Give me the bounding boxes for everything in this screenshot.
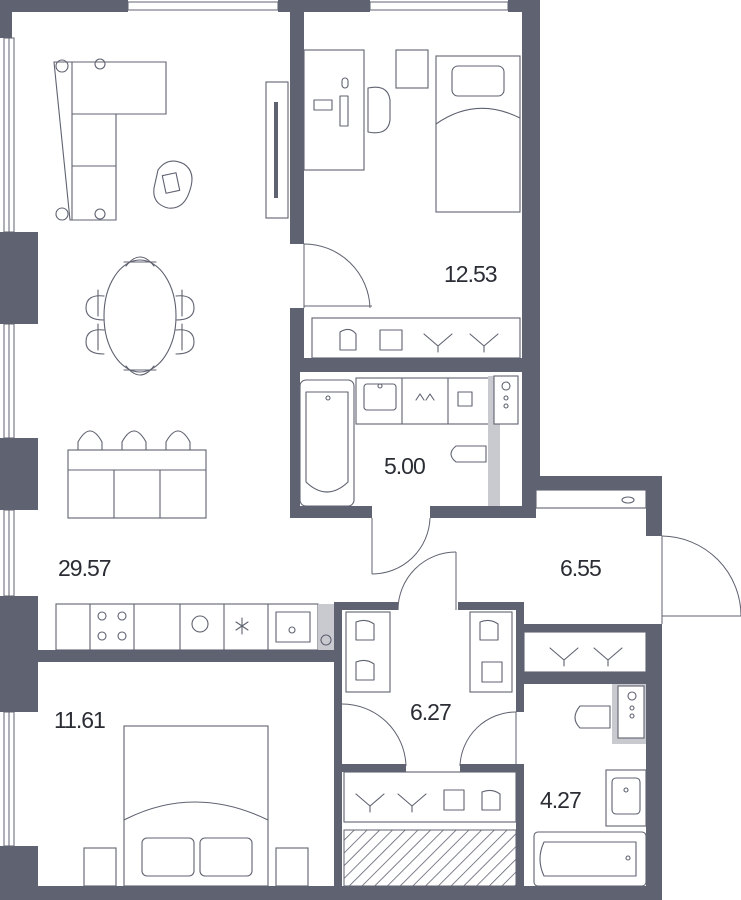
hall-shelf (535, 489, 647, 509)
wardrobe-top (311, 317, 521, 359)
dining-table (85, 256, 195, 376)
outer-walls (0, 0, 662, 900)
desk (303, 49, 391, 171)
bed-bottom (83, 725, 309, 887)
area-corridor: 6.27 (410, 699, 451, 725)
armchair (153, 160, 193, 209)
area-bathroom-top: 5.00 (384, 453, 425, 479)
bathroom-top-fixtures (299, 375, 519, 507)
bed-top (435, 55, 521, 213)
hall-wardrobe (523, 631, 647, 673)
sofa (53, 58, 167, 221)
area-living-kitchen: 29.57 (58, 555, 111, 581)
bathroom-bottom-fixtures (533, 684, 647, 887)
tv-unit (265, 81, 289, 219)
interior-walls (38, 12, 662, 900)
corridor-storage (343, 611, 517, 887)
area-bedroom-top: 12.53 (444, 261, 497, 287)
kitchen-island (67, 430, 207, 519)
area-bedroom-bottom: 11.61 (54, 707, 105, 733)
area-bathroom-bottom: 4.27 (540, 787, 581, 813)
kitchen-counter (55, 603, 334, 651)
area-labels: 29.57 12.53 5.00 6.55 11.61 6.27 4.27 (54, 261, 602, 813)
area-entrance-hall: 6.55 (560, 555, 601, 581)
nightstand-top (395, 49, 429, 89)
doors (303, 243, 741, 768)
